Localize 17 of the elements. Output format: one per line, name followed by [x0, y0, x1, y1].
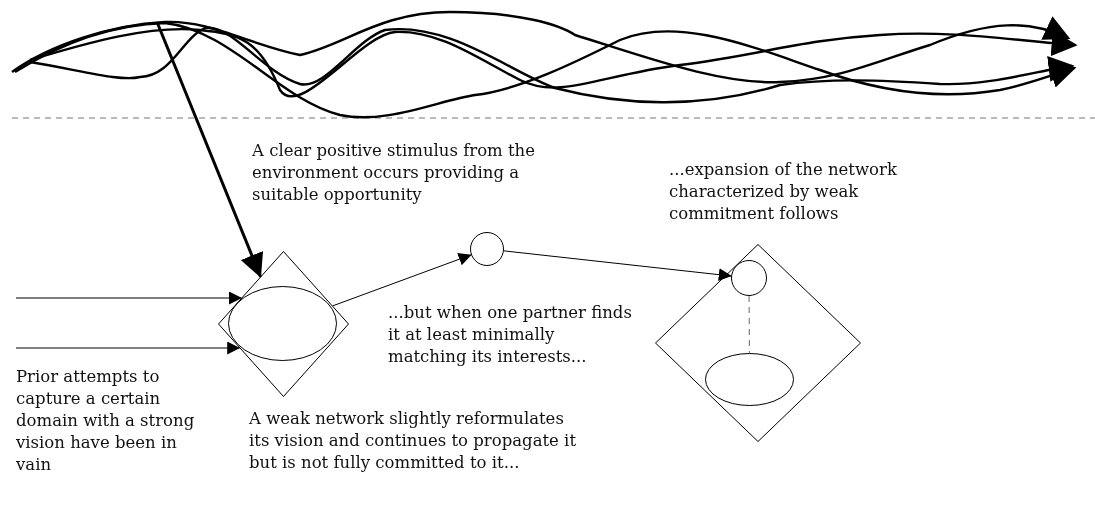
- arrow: [15, 341, 241, 355]
- diamond-shape: [655, 244, 861, 442]
- arrow: [503, 250, 732, 282]
- arrow: [15, 291, 242, 305]
- arrow: [332, 253, 472, 307]
- arrow: [155, 21, 264, 278]
- circle-shape: [470, 232, 504, 266]
- circle-shape: [731, 260, 767, 296]
- connector-line: [748, 295, 750, 354]
- annotation-text: ...but when one partner finds it at least minimally matching its interests...: [388, 302, 633, 368]
- annotation-text: A weak network slightly reformulates its vision and continues to propagate it but is not fully committed to it...: [249, 408, 578, 474]
- annotation-text: A clear positive stimulus from the environment occurs providing a suitable opportunity: [252, 140, 536, 206]
- annotation-text: Prior attempts to capture a certain domain with a strong vision have been in vain: [16, 366, 196, 476]
- annotation-text: ...expansion of the network characterized by weak commitment follows: [669, 159, 898, 225]
- diamond-shape: [218, 251, 349, 397]
- ellipse-shape: [228, 286, 337, 361]
- ellipse-shape: [705, 353, 794, 406]
